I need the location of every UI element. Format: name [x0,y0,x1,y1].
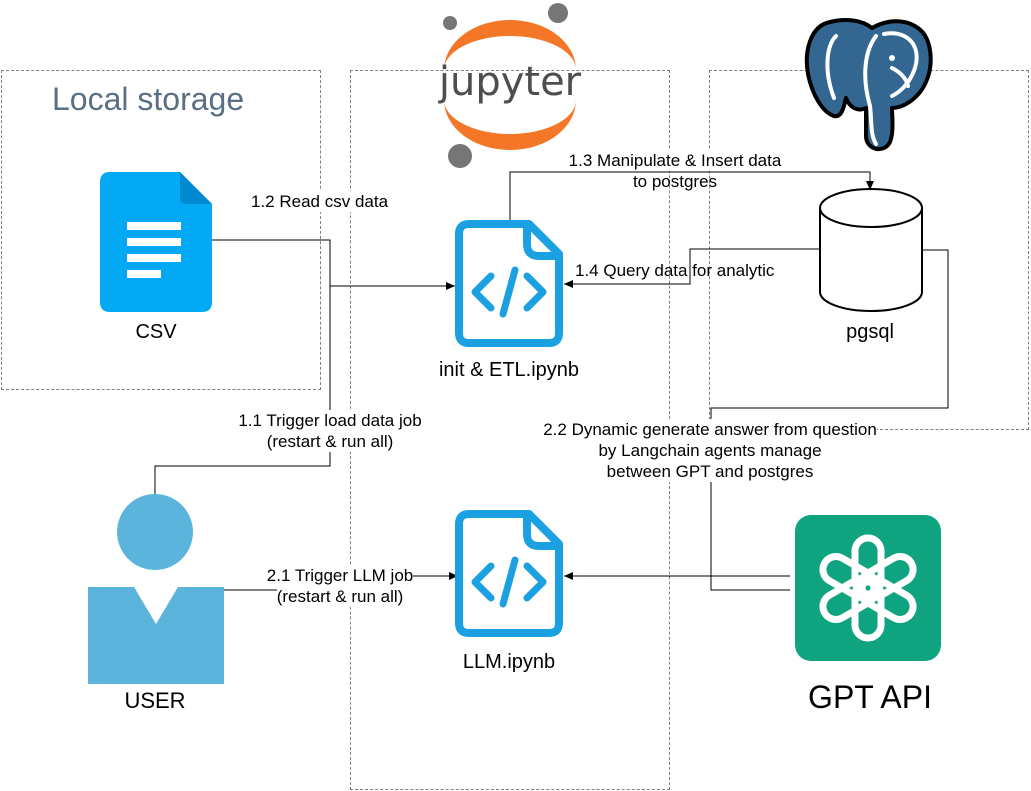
postgres-elephant-icon [804,18,933,152]
edge-2-1-label-line1: 2.1 Trigger LLM job [266,565,414,586]
local-storage-title: Local storage [52,81,245,117]
edge-2-2-label-line1: 2.2 Dynamic generate answer from questio… [543,419,877,440]
edge-2-1-label: 2.1 Trigger LLM job (restart & run all) [230,565,450,607]
edge-1-3-line [509,171,874,220]
edge-1-4-line [564,248,820,288]
edge-1-1-label-line2: (restart & run all) [266,432,394,451]
openai-gpt-logo-icon [795,515,941,661]
edge-1-4-label: 1.4 Query data for analytic [575,261,775,280]
jupyter-logo-icon: jupyter [438,3,582,168]
csv-label: CSV [135,321,177,343]
edge-1-3-label-line2: to postgres [632,172,718,191]
edge-2-1-label-line2: (restart & run all) [276,586,404,607]
edge-1-1-label-line1: 1.1 Trigger load data job [238,411,422,430]
jupyter-logo-text: jupyter [438,59,582,105]
etl-notebook-label: init & ETL.ipynb [438,359,580,381]
pgsql-label: pgsql [846,321,894,343]
csv-file-icon [100,172,212,312]
edge-2-2-label-line3: between GPT and postgres [606,461,814,482]
edge-2-2-label-line2: by Langchain agents manage [598,440,822,461]
user-person-icon [88,494,224,684]
gpt-api-label: GPT API [808,679,932,715]
edge-2-2-line [710,249,949,591]
edge-1-2-label: 1.2 Read csv data [251,191,389,212]
edge-2-2-label: 2.2 Dynamic generate answer from questio… [500,419,920,482]
etl-notebook-code-icon [455,220,563,347]
llm-notebook-code-icon [455,510,563,637]
edge-1-3-label: 1.3 Manipulate & Insert data to postgres [540,150,810,192]
user-label: USER [124,688,186,713]
edge-1-1-label: 1.1 Trigger load data job (restart & run… [205,410,455,452]
edge-1-2-line [212,239,455,290]
llm-notebook-label: LLM.ipynb [462,651,556,673]
local-storage-zone [1,70,321,390]
pgsql-database-icon [819,188,923,312]
edge-1-1-line [154,286,331,495]
edge-1-3-label-line1: 1.3 Manipulate & Insert data [568,150,782,171]
